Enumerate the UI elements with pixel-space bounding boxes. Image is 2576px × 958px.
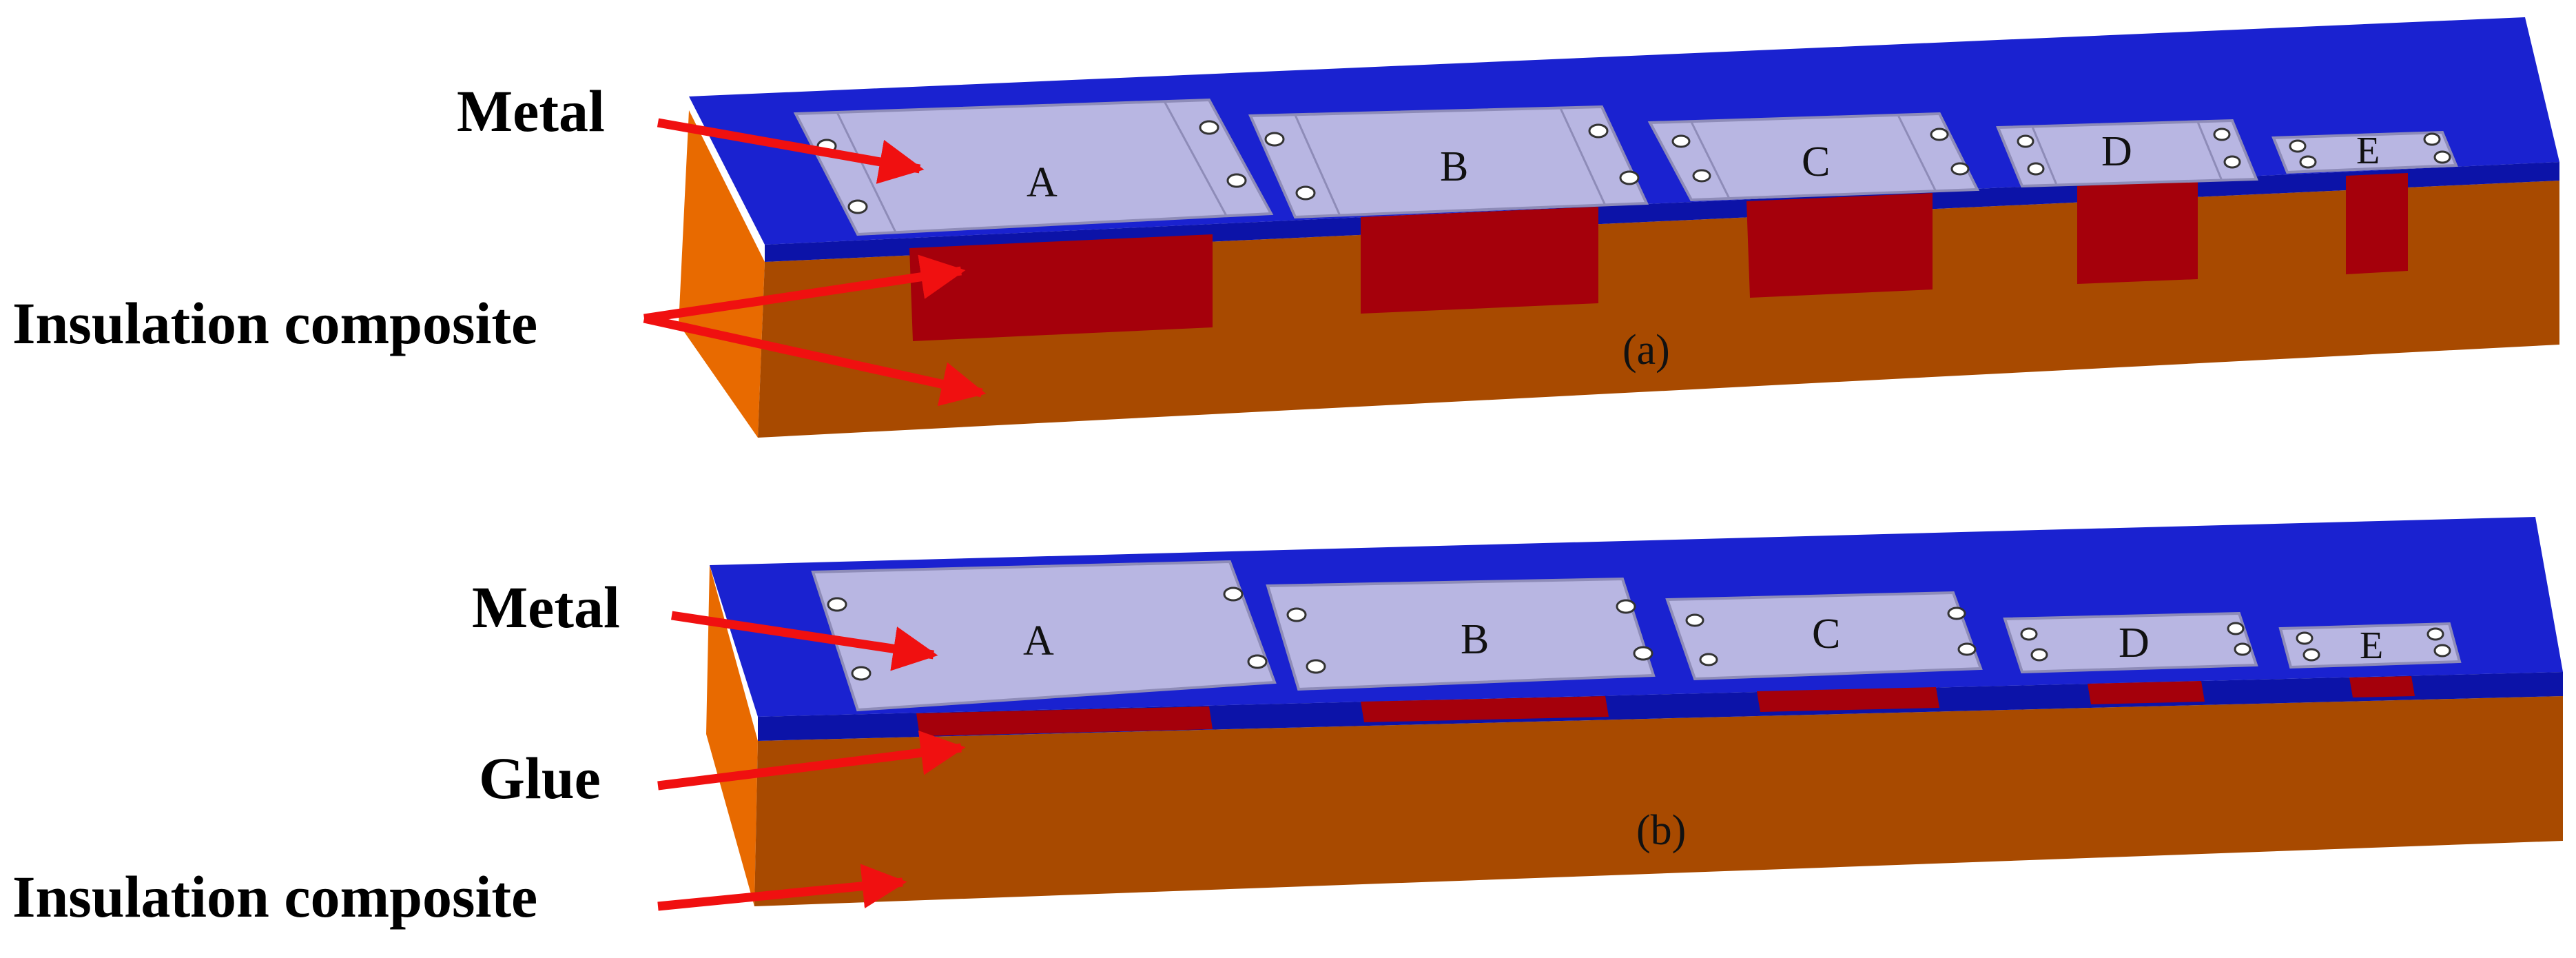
panel-a-arrows xyxy=(643,118,987,407)
panel-a-metal-plate-b xyxy=(1248,105,1649,219)
panel-a-plate-d-seam-left xyxy=(2031,126,2058,185)
panel-b-side-face xyxy=(706,565,758,906)
panel-b-metal-plate-a xyxy=(811,560,1277,712)
panel-b-metal-plate-c xyxy=(1665,591,1983,681)
panel-a-plate-letter-b: B xyxy=(1440,143,1468,190)
panel-b-label-insulation: Insulation composite xyxy=(12,864,537,930)
panel-a-label-metal: Metal xyxy=(457,78,605,144)
panel-a-plate-letter-e: E xyxy=(2356,130,2380,172)
panel-a-insulation-block-c xyxy=(1746,193,1933,298)
panel-a-metal-plate-d xyxy=(1996,119,2258,188)
panel-b-plate-letter-a: A xyxy=(1023,618,1054,664)
panel-b-metal-plate-e xyxy=(2278,622,2462,669)
panel-b-label-glue: Glue xyxy=(479,745,601,811)
panel-a-plate-c-seam-left xyxy=(1690,121,1731,199)
panel-b-plate-letter-e: E xyxy=(2360,624,2383,667)
panel-a-metal-plate-a xyxy=(793,98,1274,236)
panel-a-plate-letter-c: C xyxy=(1802,139,1830,185)
panel-b-tag: (b) xyxy=(1636,807,1686,854)
panel-b-metal-plate-b xyxy=(1266,577,1656,691)
panel-b: A B C D E (b) Metal Glue Insulation comp… xyxy=(12,517,2563,930)
panel-a-insulation-block-a xyxy=(909,234,1213,341)
panel-a-tag: (a) xyxy=(1622,327,1670,374)
panel-b-label-metal: Metal xyxy=(472,574,620,640)
panel-a-plate-letter-a: A xyxy=(1027,159,1058,206)
panel-b-glue-strip-d xyxy=(2088,681,2205,704)
panel-b-glue-strip-e xyxy=(2349,676,2415,697)
panel-b-metal-plate-d xyxy=(2003,611,2258,674)
panel-a-side-face xyxy=(679,110,765,438)
panel-b-glue-strip-a xyxy=(916,706,1213,736)
panel-a-insulation-block-e xyxy=(2346,173,2408,274)
panel-a-metal-plate-c xyxy=(1647,112,1980,202)
panel-a: A B C D E (a) Metal Insulation composite xyxy=(12,17,2559,438)
panel-a-bolt-holes xyxy=(816,120,2451,214)
panel-b-glue-strip-c xyxy=(1757,687,1939,712)
panel-b-bolt-holes xyxy=(827,587,2451,681)
panel-a-metal-plate-e xyxy=(2271,130,2458,174)
panel-a-insulation-block-d xyxy=(2077,181,2198,284)
panel-a-plate-b-seam-left xyxy=(1294,114,1341,216)
panel-a-plate-a-seam-right xyxy=(1163,101,1228,216)
panel-b-arrows xyxy=(657,611,966,911)
panel-a-plate-c-seam-right xyxy=(1897,114,1937,192)
panel-a-insulation-block-b xyxy=(1361,207,1598,314)
panel-a-plate-d-seam-right xyxy=(2196,121,2223,181)
panel-b-plate-letter-d: D xyxy=(2119,620,2150,666)
panel-b-plate-letter-b: B xyxy=(1461,616,1489,663)
panel-a-plate-a-seam-left xyxy=(836,112,897,233)
panel-a-plate-b-seam-right xyxy=(1559,108,1607,206)
panel-b-front-face xyxy=(754,696,2563,906)
panel-b-glue-strip-b xyxy=(1361,696,1609,722)
panel-a-plate-letter-d: D xyxy=(2101,128,2132,175)
panel-b-plate-letter-c: C xyxy=(1812,611,1840,658)
panel-a-label-insulation: Insulation composite xyxy=(12,290,537,356)
